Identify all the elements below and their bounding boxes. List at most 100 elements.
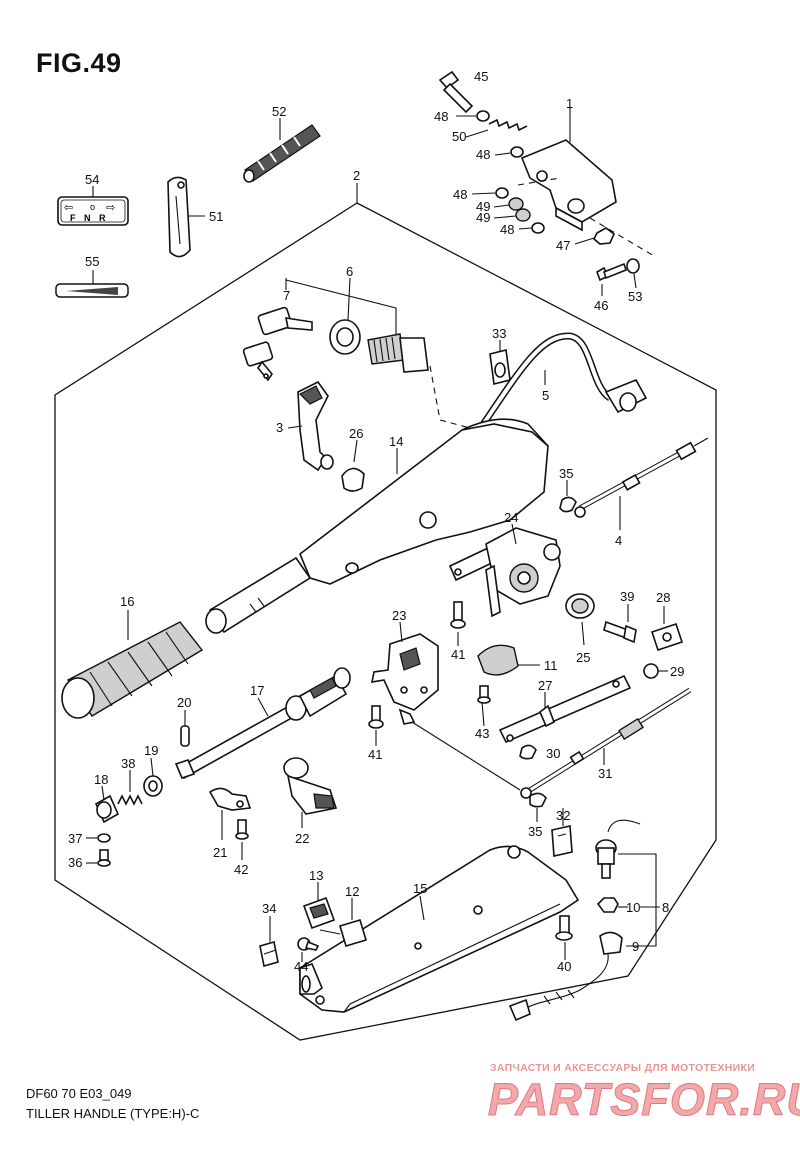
callout: 37 bbox=[68, 831, 82, 846]
callout: 48 bbox=[500, 222, 514, 237]
part-50-spring bbox=[488, 118, 528, 132]
callout: 54 bbox=[85, 172, 99, 187]
callout: 26 bbox=[349, 426, 363, 441]
part-18-knob bbox=[94, 794, 120, 824]
part-32-grommet bbox=[551, 825, 573, 857]
part-10-nut bbox=[596, 897, 619, 913]
callout: 48 bbox=[453, 187, 467, 202]
callout: 31 bbox=[598, 766, 612, 781]
callout: 51 bbox=[209, 209, 223, 224]
part-49-collars bbox=[508, 197, 531, 222]
tiller-shaft bbox=[205, 556, 312, 634]
part-8-stop-switch bbox=[595, 819, 641, 879]
callout: 38 bbox=[121, 756, 135, 771]
part-15-bracket-base bbox=[299, 845, 580, 1013]
part-41-bolt-lower bbox=[368, 705, 384, 729]
callout: 36 bbox=[68, 855, 82, 870]
part-37-washer bbox=[97, 833, 111, 843]
part-48-washers bbox=[476, 110, 545, 234]
part-29-ball bbox=[643, 663, 659, 679]
callout: 18 bbox=[94, 772, 108, 787]
watermark-tagline: ЗАПЧАСТИ И АКСЕССУАРЫ ДЛЯ МОТОТЕХНИКИ bbox=[490, 1062, 756, 1074]
callout: 10 bbox=[626, 900, 640, 915]
figure-title: FIG.49 bbox=[36, 48, 122, 78]
callout: 42 bbox=[234, 862, 248, 877]
part-51-hanger bbox=[167, 176, 191, 258]
callout: 50 bbox=[452, 129, 466, 144]
callout: 22 bbox=[295, 831, 309, 846]
part-12-connector bbox=[319, 919, 367, 947]
callout: 48 bbox=[476, 147, 490, 162]
callout: 43 bbox=[475, 726, 489, 741]
part-36-screw bbox=[97, 849, 111, 867]
part-35-clip-upper bbox=[559, 496, 577, 513]
key-switch bbox=[367, 333, 429, 373]
part-42-screw bbox=[235, 819, 249, 840]
callout: 4 bbox=[615, 533, 622, 548]
part-14-tiller-housing bbox=[299, 418, 549, 585]
part-45-bolt bbox=[438, 70, 474, 114]
callout: 6 bbox=[346, 264, 353, 279]
part-53-washer bbox=[626, 258, 640, 274]
callout: 5 bbox=[542, 388, 549, 403]
part-11-cap bbox=[477, 644, 519, 676]
callout: 44 bbox=[294, 959, 308, 974]
part-22-stop-switch bbox=[283, 757, 338, 815]
watermark-brand: PARTSFOR.RU bbox=[488, 1074, 800, 1126]
callout: 11 bbox=[544, 658, 558, 673]
part-27-link-bar bbox=[498, 674, 632, 744]
callout: 34 bbox=[262, 901, 276, 916]
part-5-harness bbox=[475, 332, 648, 434]
part-6-nut bbox=[329, 319, 361, 355]
callout: 20 bbox=[177, 695, 191, 710]
part-1-bracket bbox=[520, 139, 617, 232]
callout: 32 bbox=[556, 808, 570, 823]
callout: 49 bbox=[476, 199, 490, 214]
callout: 21 bbox=[213, 845, 227, 860]
callout: 27 bbox=[538, 678, 552, 693]
callout: 7 bbox=[283, 288, 290, 303]
figure-code: DF60 70 E03_049 bbox=[26, 1086, 132, 1101]
part-43-bolt bbox=[477, 685, 491, 704]
callout: 19 bbox=[144, 743, 158, 758]
callout: 1 bbox=[566, 96, 573, 111]
part-23-bracket bbox=[370, 633, 439, 725]
callout: 29 bbox=[670, 664, 684, 679]
part-46-bolt bbox=[596, 262, 627, 282]
callout: 2 bbox=[353, 168, 360, 183]
callout: 41 bbox=[451, 647, 465, 662]
part-28-plate bbox=[650, 622, 684, 652]
part-39-screw bbox=[603, 620, 637, 644]
callout: 16 bbox=[120, 594, 134, 609]
callout: 28 bbox=[656, 590, 670, 605]
part-55-decal-strip bbox=[55, 283, 129, 298]
callout: 13 bbox=[309, 868, 323, 883]
part-35-clip-lower bbox=[529, 792, 547, 808]
part-24-throttle-assy bbox=[448, 527, 561, 618]
callout: 46 bbox=[594, 298, 608, 313]
part-3-throttle-lever bbox=[297, 380, 334, 472]
callout: 8 bbox=[662, 900, 669, 915]
part-31-cable bbox=[520, 687, 692, 799]
callout: 47 bbox=[556, 238, 570, 253]
callout-labels: 1 2 3 4 5 6 7 8 9 10 11 12 13 14 15 16 1… bbox=[68, 69, 684, 974]
callout: 55 bbox=[85, 254, 99, 269]
part-38-spring bbox=[117, 794, 143, 806]
callout: 39 bbox=[620, 589, 634, 604]
part-13-switch bbox=[302, 896, 336, 930]
callout: 12 bbox=[345, 884, 359, 899]
callout: 52 bbox=[272, 104, 286, 119]
callout: 48 bbox=[434, 109, 448, 124]
part-30-clip bbox=[519, 744, 537, 760]
part-33-grommet bbox=[489, 349, 511, 385]
callout: 40 bbox=[557, 959, 571, 974]
callout: 15 bbox=[413, 881, 427, 896]
part-44-screw bbox=[297, 937, 320, 951]
part-16-grip bbox=[61, 621, 204, 719]
part-40-bolt bbox=[555, 915, 573, 941]
part-34-clip bbox=[259, 940, 279, 968]
part-52-grip-sleeve bbox=[243, 124, 321, 183]
part-9-lanyard bbox=[508, 931, 623, 1022]
